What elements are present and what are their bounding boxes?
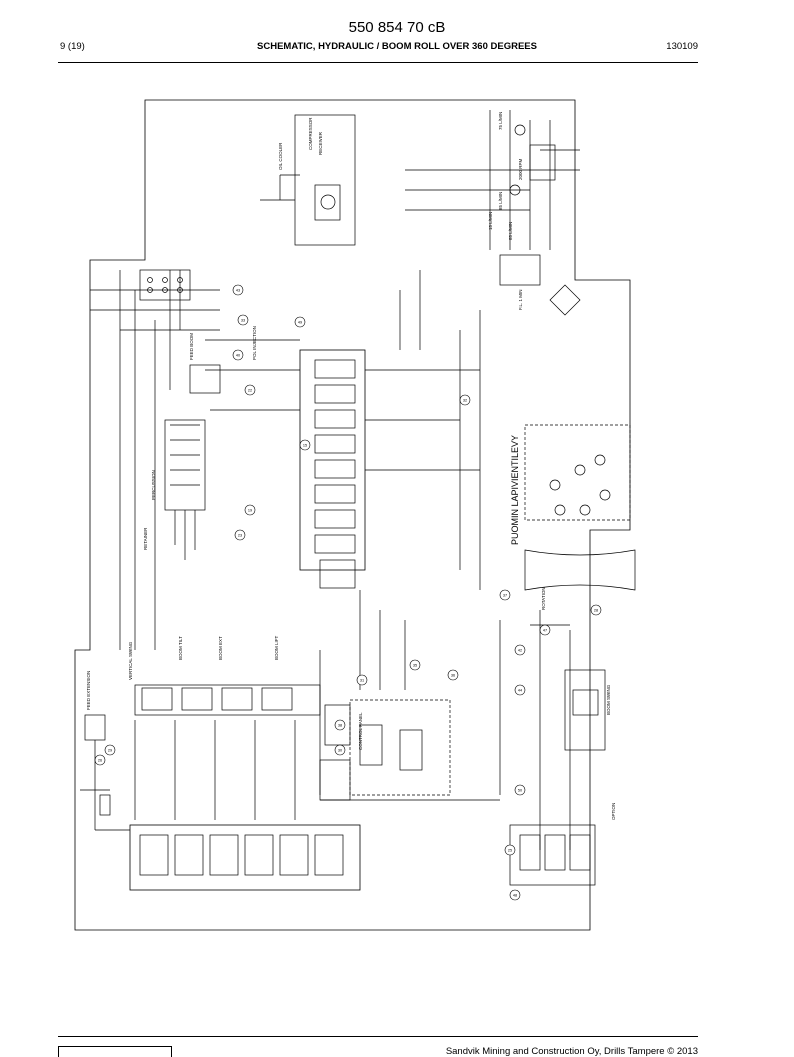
svg-text:26: 26 (98, 759, 102, 763)
label-receiver: RECEIVER (318, 131, 323, 155)
label-rotation: ROTATION (541, 587, 546, 610)
header-rule (58, 62, 698, 64)
document-date: 130109 (666, 41, 698, 52)
flow-75: 75 L/MIN (498, 112, 503, 130)
label-oil-cooler: OIL COOLER (278, 142, 283, 170)
label-compressor: COMPRESSOR (308, 117, 313, 150)
svg-text:15: 15 (303, 444, 307, 448)
label-percussion: PERCUSSION (151, 470, 156, 500)
hydraulic-schematic: OIL COOLER COMPRESSOR RECEIVER FEED BOOM… (74, 99, 636, 931)
svg-text:32: 32 (463, 399, 467, 403)
label-boom-tilt: BOOM TILT (178, 636, 183, 660)
copyright-footer: Sandvik Mining and Construction Oy, Dril… (445, 1046, 698, 1057)
svg-text:49: 49 (298, 321, 302, 325)
svg-text:31: 31 (360, 679, 364, 683)
svg-text:28: 28 (594, 609, 598, 613)
document-title: SCHEMATIC, HYDRAULIC / BOOM ROLL OVER 36… (257, 41, 537, 52)
svg-text:29: 29 (108, 749, 112, 753)
svg-text:50: 50 (518, 789, 522, 793)
svg-text:43: 43 (236, 289, 240, 293)
svg-text:47: 47 (543, 629, 547, 633)
label-control-panel: CONTROL PANEL (358, 712, 363, 750)
page-number: 9 (19) (60, 41, 85, 52)
flow-fl: F.L. 1 MIN (518, 289, 523, 310)
flow-15: 15 L/MIN (488, 212, 493, 230)
svg-text:37: 37 (503, 594, 507, 598)
flow-2000: 2000 RPM (518, 158, 523, 180)
svg-text:36: 36 (451, 674, 455, 678)
svg-text:35: 35 (413, 664, 417, 668)
label-feed-boom: FEED BOOM (189, 333, 194, 360)
flow-85b: 85 L/MIN (508, 222, 513, 240)
brand-logo (58, 1046, 172, 1057)
svg-text:48: 48 (513, 894, 517, 898)
svg-text:40: 40 (236, 354, 240, 358)
label-vertical-swing: VERTICAL SWING (128, 641, 133, 680)
svg-text:42: 42 (518, 649, 522, 653)
label-boom-ext: BOOM EXT (218, 636, 223, 660)
label-option: OPTION (611, 803, 616, 820)
label-retainer: RETAINER (143, 527, 148, 550)
label-boom-lift: BOOM LIFT (274, 635, 279, 660)
svg-text:19: 19 (248, 509, 252, 513)
svg-text:30: 30 (338, 749, 342, 753)
label-feed-extension: FEED EXTENSION (86, 671, 91, 710)
flow-85: 85 L/MIN (498, 192, 503, 210)
svg-text:44: 44 (518, 689, 522, 693)
label-boom-swing: BOOM SWING (606, 684, 611, 715)
label-pol-injection: POL INJECTION (252, 326, 257, 360)
svg-text:22: 22 (248, 389, 252, 393)
svg-text:25: 25 (508, 849, 512, 853)
document-number: 550 854 70 cB (348, 19, 446, 36)
svg-text:23: 23 (238, 534, 242, 538)
footer-rule (58, 1036, 698, 1038)
svg-text:33: 33 (241, 319, 245, 323)
svg-text:38: 38 (338, 724, 342, 728)
puomin-title: PUOMIN LAPIVIENTILEVY (510, 435, 520, 545)
